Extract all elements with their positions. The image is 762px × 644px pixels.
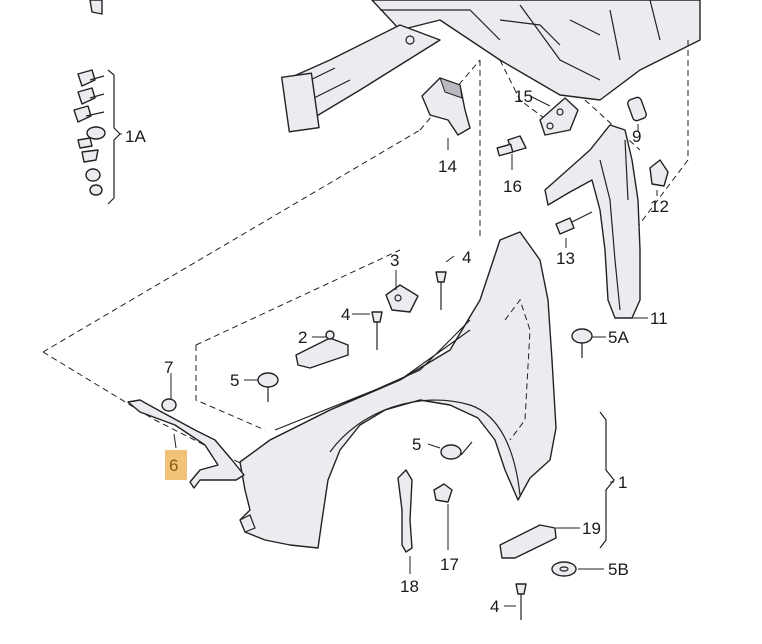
part-19-bracket — [499, 524, 557, 559]
body-structure — [89, 0, 701, 133]
callout-5B: 5B — [608, 560, 629, 579]
part-2-bracket — [295, 330, 349, 369]
callout-5-left: 5 — [230, 371, 239, 390]
callout-18: 18 — [400, 577, 419, 596]
callout-11: 11 — [650, 309, 668, 328]
callout-6: 6 — [169, 456, 178, 475]
callout-labels: 1A 14 15 16 9 12 13 11 5A 3 4 4 2 5 7 6 … — [125, 87, 669, 616]
part-5A-screw — [571, 328, 593, 358]
callout-4-upper: 4 — [462, 248, 471, 267]
callout-2: 2 — [298, 328, 307, 347]
part-14-bracket — [421, 77, 471, 136]
callout-5A: 5A — [608, 328, 629, 347]
part-1A-hardware-kit — [73, 69, 106, 196]
front-fender — [239, 231, 557, 549]
part-12-clip — [649, 159, 669, 187]
part-15-bracket — [539, 97, 579, 136]
callout-12: 12 — [650, 197, 669, 216]
part-16-clip — [496, 135, 527, 157]
callout-1: 1 — [618, 473, 627, 492]
part-9-plug — [627, 96, 647, 122]
part-18-seal — [397, 469, 413, 553]
callout-7: 7 — [164, 358, 173, 377]
callout-16: 16 — [503, 177, 522, 196]
callout-5-right: 5 — [412, 435, 421, 454]
callout-9: 9 — [632, 127, 641, 146]
part-5B-washer — [551, 561, 577, 577]
part-17-clip — [433, 483, 453, 503]
callout-4-lower: 4 — [490, 597, 499, 616]
callout-3: 3 — [390, 251, 399, 270]
highlight-marker — [165, 450, 187, 480]
part-7-nut — [161, 398, 177, 412]
part-5-screws — [257, 372, 473, 460]
callout-14: 14 — [438, 157, 457, 176]
callout-4-middle: 4 — [341, 305, 350, 324]
callout-1A: 1A — [125, 127, 146, 146]
callout-17: 17 — [440, 555, 459, 574]
part-13-screw — [555, 211, 593, 235]
part-11-liner — [544, 124, 641, 319]
callout-19: 19 — [582, 519, 601, 538]
part-3-bracket — [385, 284, 419, 313]
callout-15: 15 — [514, 87, 533, 106]
callout-13: 13 — [556, 249, 575, 268]
part-6-bracket — [127, 399, 245, 489]
part-4-bolts — [371, 271, 527, 620]
leader-lines — [120, 95, 658, 607]
